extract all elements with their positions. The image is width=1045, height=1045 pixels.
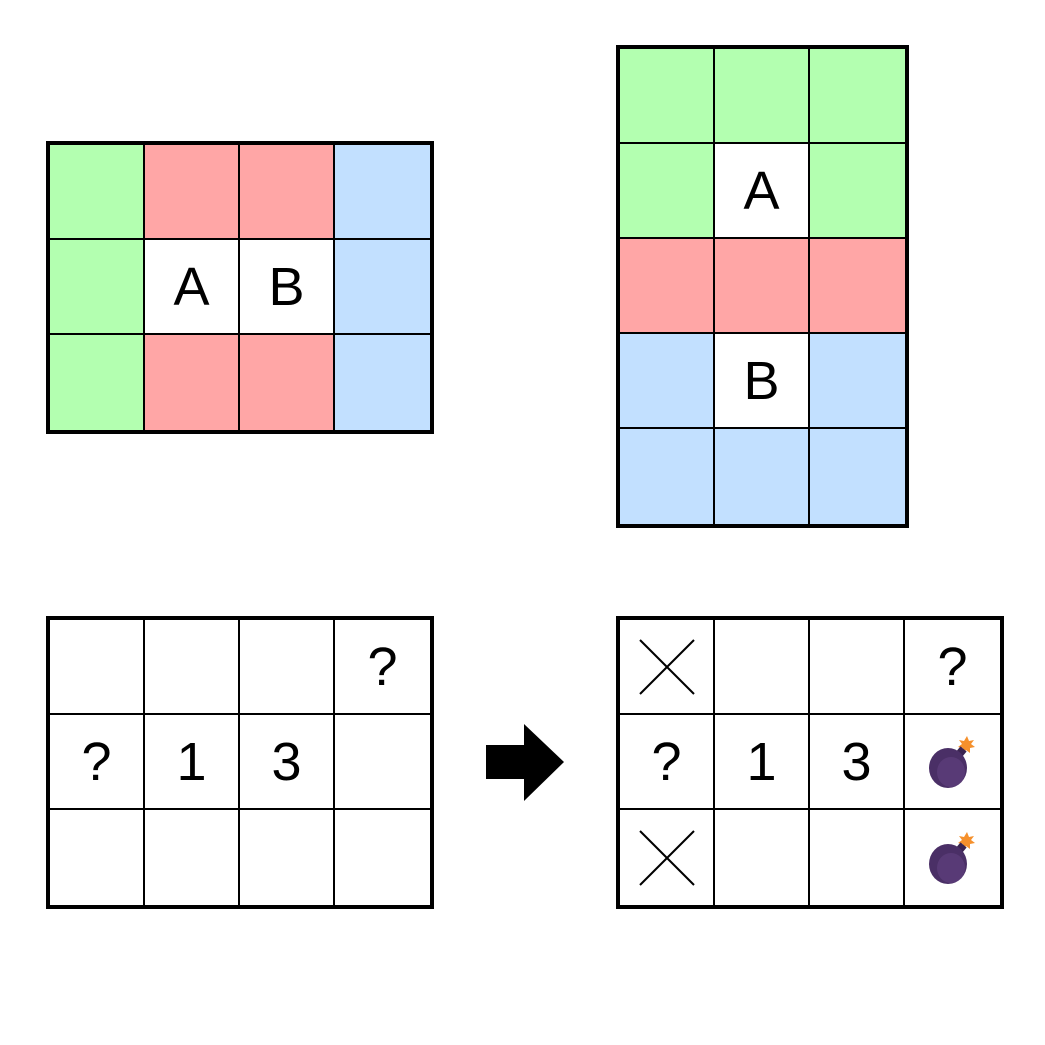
grid-cell: 3: [810, 715, 905, 810]
bomb-icon: [928, 735, 975, 788]
cell-label: 1: [176, 731, 207, 792]
grid-cell: [620, 429, 715, 524]
grid-cell: B: [715, 334, 810, 429]
grid-cell: [810, 620, 905, 715]
grid-cell: [240, 335, 335, 430]
grid-cell: ?: [335, 620, 430, 715]
grid-cell: [620, 334, 715, 429]
right-arrow-icon: [486, 724, 564, 801]
grid-cell: B: [240, 240, 335, 335]
grid-cell: [50, 620, 145, 715]
grid-cell: [620, 239, 715, 334]
grid-bottom-right: ?? 1 3: [616, 616, 1004, 909]
grid-cell: A: [145, 240, 240, 335]
grid-cell: [335, 240, 430, 335]
grid-cell: [50, 240, 145, 335]
grid-cell: A: [715, 144, 810, 239]
cell-label: ?: [81, 731, 112, 792]
grid-cell: [50, 335, 145, 430]
grid-cell: [810, 49, 905, 144]
grid-cell: [620, 49, 715, 144]
grid-cell: [715, 429, 810, 524]
cell-label: ?: [367, 636, 398, 697]
grid-cell: ?: [905, 620, 1000, 715]
grid-cell: [715, 239, 810, 334]
grid-cell: [50, 810, 145, 905]
cross-icon: [638, 829, 695, 886]
cell-label: 3: [841, 731, 872, 792]
grid-cell: [620, 620, 715, 715]
grid-cell: 1: [145, 715, 240, 810]
cell-label: 3: [271, 731, 302, 792]
grid-cell: [905, 715, 1000, 810]
cell-label: B: [743, 350, 780, 411]
grid-cell: [810, 810, 905, 905]
cross-icon: [638, 638, 695, 695]
grid-cell: [715, 810, 810, 905]
cell-label: A: [743, 160, 780, 221]
grid-cell: [145, 145, 240, 240]
grid-cell: [240, 810, 335, 905]
grid-cell: [715, 49, 810, 144]
grid-cell: [810, 429, 905, 524]
grid-cell: [335, 715, 430, 810]
grid-cell: [335, 335, 430, 430]
grid-cell: ?: [620, 715, 715, 810]
grid-cell: [145, 810, 240, 905]
cell-label: A: [173, 256, 210, 317]
grid-cell: [810, 144, 905, 239]
grid-cell: [905, 810, 1000, 905]
grid-cell: [715, 620, 810, 715]
grid-cell: 1: [715, 715, 810, 810]
grid-cell: [50, 145, 145, 240]
bomb-icon: [928, 831, 975, 884]
grid-cell: [240, 145, 335, 240]
grid-cell: [810, 239, 905, 334]
grid-cell: [145, 620, 240, 715]
grid-cell: [810, 334, 905, 429]
grid-cell: [335, 810, 430, 905]
cell-label: B: [268, 256, 305, 317]
grid-cell: [145, 335, 240, 430]
grid-cell: [620, 810, 715, 905]
grid-cell: [620, 144, 715, 239]
grid-bottom-left: ?? 1 3: [46, 616, 434, 909]
cell-label: ?: [651, 731, 682, 792]
grid-cell: ?: [50, 715, 145, 810]
cell-label: 1: [746, 731, 777, 792]
grid-cell: [335, 145, 430, 240]
grid-cell: [240, 620, 335, 715]
cell-label: ?: [937, 636, 968, 697]
grid-cell: 3: [240, 715, 335, 810]
